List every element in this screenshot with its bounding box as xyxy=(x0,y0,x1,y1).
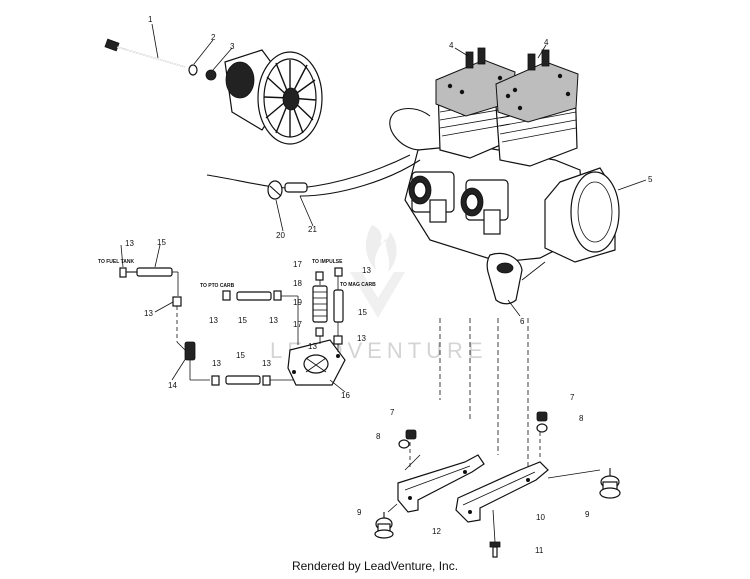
spark-plug-part-4b xyxy=(527,49,550,71)
impulse-hose-part-19 xyxy=(312,285,328,323)
callout-16: 16 xyxy=(341,391,350,400)
label-to-pto-carb: TO PTO CARB xyxy=(200,283,235,289)
callout-8a: 8 xyxy=(376,432,381,441)
callout-15b: 15 xyxy=(238,316,247,325)
washer-part-2 xyxy=(188,64,198,76)
callout-3: 3 xyxy=(230,42,235,51)
washer-part-8-left xyxy=(398,439,410,449)
callout-4a: 4 xyxy=(449,41,454,50)
callout-14: 14 xyxy=(168,381,177,390)
label-to-impulse: TO IMPULSE xyxy=(312,259,343,265)
cable-clip-part-20 xyxy=(267,180,283,200)
callout-10: 10 xyxy=(536,513,545,522)
rubber-mount-part-9-left xyxy=(374,512,394,539)
callout-13d: 13 xyxy=(269,316,278,325)
callout-13h: 13 xyxy=(357,334,366,343)
bolt-part-11 xyxy=(489,541,501,558)
callout-2: 2 xyxy=(211,33,216,42)
carburetor-mag xyxy=(460,179,509,235)
callout-17a: 17 xyxy=(293,260,302,269)
leader-lines xyxy=(120,23,647,393)
callout-12: 12 xyxy=(432,527,441,536)
callout-7a: 7 xyxy=(390,408,395,417)
callout-13g: 13 xyxy=(362,266,371,275)
callout-15c: 15 xyxy=(236,351,245,360)
callout-11: 11 xyxy=(535,546,544,555)
rubber-mount-part-9-right xyxy=(599,468,621,499)
callout-13i: 13 xyxy=(308,342,317,351)
callout-9b: 9 xyxy=(585,510,590,519)
engine-mount-bracket-part-10 xyxy=(455,461,549,523)
callout-19: 19 xyxy=(293,298,302,307)
watermark-logo xyxy=(350,225,405,318)
throttle-cable-loop xyxy=(389,107,431,151)
washer-part-8-right xyxy=(536,423,548,433)
engine-assembly xyxy=(404,47,620,263)
callout-7b: 7 xyxy=(570,393,575,402)
starter-handle-part-6 xyxy=(486,252,546,305)
nut-part-7-right xyxy=(536,411,548,422)
engine-mount-bracket-part-12 xyxy=(397,454,485,513)
spark-plug-part-4a xyxy=(465,47,486,69)
callout-21: 21 xyxy=(308,225,317,234)
label-to-fuel-tank: TO FUEL TANK xyxy=(98,259,135,265)
callout-4b: 4 xyxy=(544,38,549,47)
callout-13e: 13 xyxy=(212,359,221,368)
callout-15d: 15 xyxy=(358,308,367,317)
callout-13b: 13 xyxy=(144,309,153,318)
callout-13c: 13 xyxy=(209,316,218,325)
callout-9a: 9 xyxy=(357,508,362,517)
callout-6: 6 xyxy=(520,317,525,326)
callout-18: 18 xyxy=(293,279,302,288)
callout-20: 20 xyxy=(276,231,285,240)
carburetor-pto xyxy=(408,171,455,223)
callout-17b: 17 xyxy=(293,320,302,329)
callout-15a: 15 xyxy=(157,238,166,247)
callout-8b: 8 xyxy=(579,414,584,423)
primary-clutch xyxy=(224,49,323,145)
callout-13f: 13 xyxy=(262,359,271,368)
label-to-mag-carb: TO MAG CARB xyxy=(340,282,376,288)
recoil-starter-part-5 xyxy=(544,167,620,263)
callout-13a: 13 xyxy=(125,239,134,248)
footer-credit: Rendered by LeadVenture, Inc. xyxy=(291,559,459,573)
mount-guide-lines xyxy=(387,318,601,543)
throttle-cable-part-21 xyxy=(206,154,411,189)
callout-5: 5 xyxy=(648,175,653,184)
throttle-cable-secondary xyxy=(299,159,421,197)
bolt-part-1 xyxy=(104,38,186,68)
callout-numbers: 1 2 3 4 4 5 6 7 7 8 8 9 9 10 11 12 13 13… xyxy=(125,15,653,555)
nut-part-7-left xyxy=(405,429,417,440)
callout-1: 1 xyxy=(148,15,153,24)
nut-part-3 xyxy=(205,69,217,81)
cable-sleeve xyxy=(284,182,308,193)
fuel-line-system xyxy=(119,267,346,386)
fuel-pump-part-16 xyxy=(287,339,346,386)
